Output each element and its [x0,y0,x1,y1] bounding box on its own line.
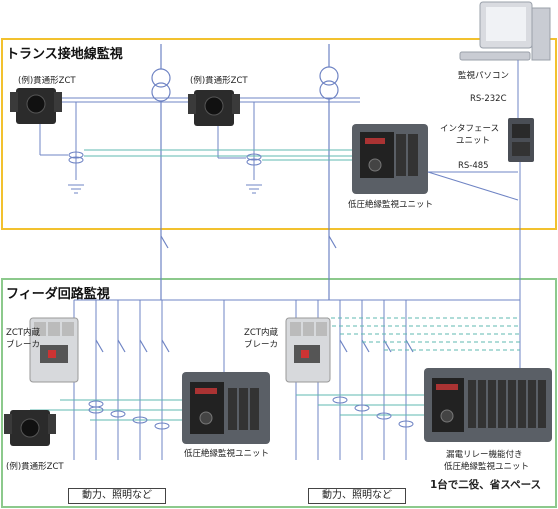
power-lighting-box-right: 動力、照明など [308,488,406,504]
comm-lines [427,60,521,370]
ground-wire-2 [217,102,262,194]
interface-unit [508,118,534,162]
low-voltage-unit-top-label: 低圧絶縁監視ユニット [348,200,434,210]
monitor-pc-label: 監視パソコン [458,71,510,81]
signal-wires-top [84,149,360,161]
rs485-label: RS-485 [458,161,489,171]
leakage-relay-unit [424,368,552,442]
zct-breaker-right-label-line2: ブレーカ [244,340,279,350]
tagline: 1台で二役、省スペース [430,479,542,491]
zct-rings-bottom [88,396,414,430]
leakage-relay-label-line2: 低圧絶縁監視ユニット [444,462,530,472]
signal-wires-bottom [30,394,430,421]
zct-example-label-2: (例)貫通形ZCT [190,76,248,86]
feeder-section-frame [1,278,557,508]
leakage-relay-label-line1: 漏電リレー機能付き [446,450,523,460]
disconnect-switches [160,235,337,300]
feeder-section-title: フィーダ回路監視 [6,287,110,302]
zct-example-label-3: (例)貫通形ZCT [6,462,64,472]
transformer-2 [319,44,339,252]
zct-device-bottom [4,410,56,446]
zct-device-top-2 [188,90,240,126]
monitor-pc [459,1,551,61]
zct-rings-top [68,151,262,166]
feeder-switches [95,339,414,353]
zct-breaker-right-label-line1: ZCT内蔵 [244,328,278,338]
transformer-section-title: トランス接地線監視 [6,47,123,62]
transformer-section-frame [1,38,557,230]
low-voltage-unit-top [352,124,428,194]
power-lighting-box-left: 動力、照明など [68,488,166,504]
ground-wire-1 [39,102,84,194]
transformer-1 [151,44,171,252]
zct-breaker-left-label-line1: ZCT内蔵 [6,328,40,338]
zct-example-label-1: (例)貫通形ZCT [18,76,76,86]
interface-unit-label-line1: インタフェース [440,124,500,134]
dashed-signal-lines [296,317,520,351]
zct-breaker-left [29,317,79,383]
zct-device-top-1 [10,88,62,124]
zct-breaker-left-label-line2: ブレーカ [6,340,41,350]
low-voltage-unit-bottom-label: 低圧絶縁監視ユニット [184,449,270,459]
rs232c-label: RS-232C [470,94,507,104]
zct-breaker-right [285,317,331,383]
interface-unit-label-line2: ユニット [456,136,491,146]
low-voltage-unit-bottom [182,372,270,444]
